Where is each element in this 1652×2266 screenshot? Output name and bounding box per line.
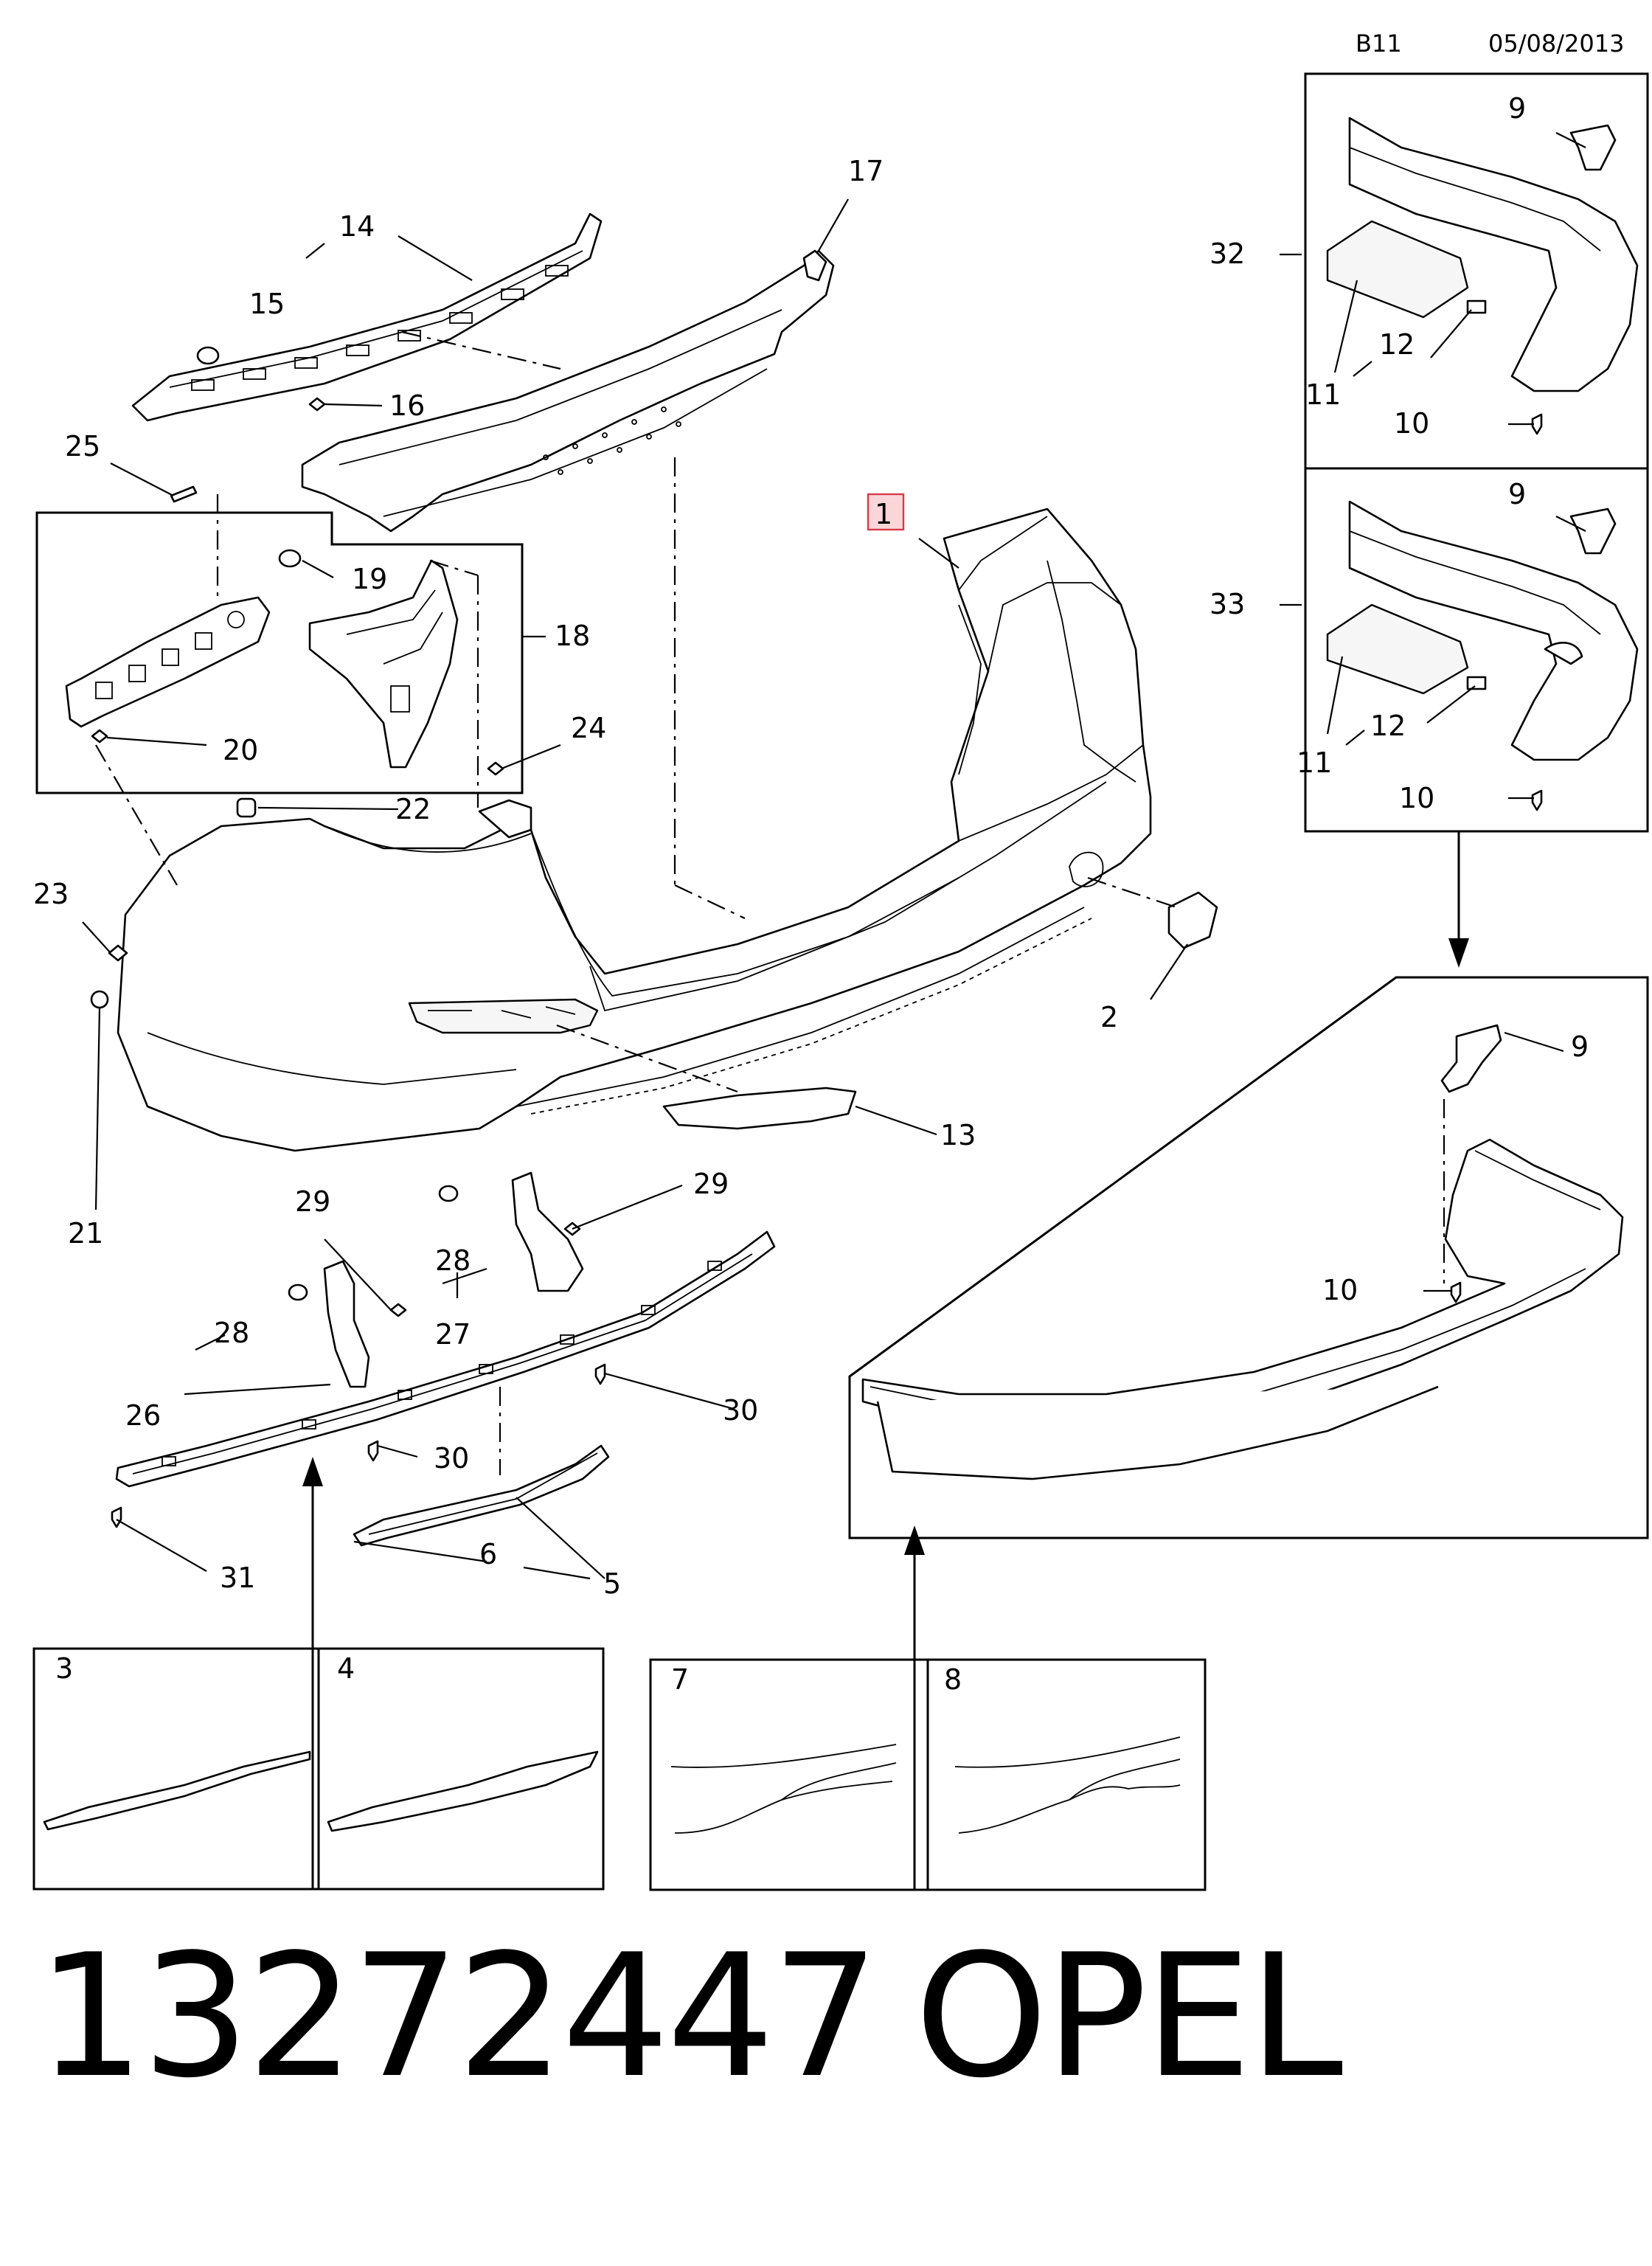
callout-31[interactable]: 31 [220,1562,255,1594]
callout-11-b[interactable]: 11 [1297,746,1332,779]
part-10-screw-b [1531,789,1543,811]
callout-24[interactable]: 24 [571,712,606,744]
part-20-screw [91,729,108,744]
callout-5[interactable]: 5 [603,1567,621,1600]
part-28-clip-a [288,1283,308,1301]
callout-9-b[interactable]: 9 [1508,478,1526,510]
variant-7-diffuser [670,1744,897,1834]
callout-3[interactable]: 3 [55,1652,73,1685]
part-23-clip [108,944,128,962]
assembly-dashes [95,330,1446,1475]
part-21-clip [90,990,109,1009]
callout-9-a[interactable]: 9 [1508,92,1526,125]
part-number: 13272447 [37,1919,880,2116]
callout-28-b[interactable]: 28 [435,1244,471,1277]
diffuser-detail-box [848,976,1649,1539]
callout-10-b[interactable]: 10 [1399,782,1434,814]
part-22-clip [236,797,257,818]
part-9-bracket-a [1569,124,1617,171]
callout-9-c[interactable]: 9 [1571,1030,1589,1063]
callout-10-a[interactable]: 10 [1394,407,1429,440]
part-5-trim-strip [353,1444,610,1547]
callout-4[interactable]: 4 [337,1652,355,1685]
part-18-right-bracket [308,559,459,769]
callout-15[interactable]: 15 [249,288,285,320]
callout-2[interactable]: 2 [1100,1001,1118,1033]
part-30-fastener-b [367,1440,379,1462]
callout-14[interactable]: 14 [339,210,375,243]
part-30-fastener-a [594,1363,606,1385]
part-26-bracket [323,1260,370,1388]
part-lower-sill [115,1230,776,1488]
callout-25[interactable]: 25 [65,430,100,462]
group-33-box [1304,467,1649,833]
variant-3-sill [43,1750,311,1831]
callout-29-a[interactable]: 29 [295,1185,330,1218]
variant-8-diffuser [954,1736,1181,1834]
callout-23[interactable]: 23 [33,878,69,910]
part-1-bumper-cover [117,507,1152,1152]
diagram-code: B11 [1356,30,1402,58]
callout-33[interactable]: 33 [1210,588,1245,620]
callout-11-a[interactable]: 11 [1305,378,1341,411]
part-13-trim [662,1087,857,1130]
callout-1[interactable]: 1 [875,498,892,530]
brand-name: OPEL [914,1919,1343,2116]
diagram-date: 05/08/2013 [1488,30,1624,58]
callout-30-b[interactable]: 30 [434,1442,469,1475]
callout-8[interactable]: 8 [944,1663,962,1696]
callout-17[interactable]: 17 [848,155,884,187]
part-9-bracket-b [1569,507,1617,555]
part-16-screw [308,397,326,412]
callout-7[interactable]: 7 [671,1663,689,1696]
callout-26[interactable]: 26 [125,1399,161,1432]
part-24-screw [487,761,504,776]
part-31-fastener [111,1506,122,1528]
callout-12-b[interactable]: 12 [1370,710,1406,742]
callout-10-c[interactable]: 10 [1322,1274,1358,1306]
callout-32[interactable]: 32 [1210,238,1245,270]
callout-labels: 1 2 3 4 5 6 7 8 9 9 9 10 10 10 11 11 12 … [33,92,1589,1696]
callout-6[interactable]: 6 [479,1538,497,1570]
callout-21[interactable]: 21 [68,1217,103,1250]
part-10-screw-c [1450,1281,1462,1303]
part-33-diffuser [1326,500,1639,761]
part-14-upper-bracket [131,212,603,422]
part-17-energy-absorber [301,249,835,533]
callout-19[interactable]: 19 [352,563,387,595]
part-2-tow-cover [1167,891,1218,949]
group-18-box [35,511,524,794]
part-19-clip [278,549,302,568]
part-25-pin [170,485,198,503]
reference-arrows [302,831,1469,1890]
callout-16[interactable]: 16 [389,389,425,422]
callout-29-b[interactable]: 29 [693,1168,729,1200]
part-28-clip-b [438,1185,459,1202]
callout-22[interactable]: 22 [395,793,431,825]
part-27-bracket [511,1171,584,1292]
callout-30-a[interactable]: 30 [723,1394,758,1427]
variant-4-sill [327,1750,599,1832]
callout-20[interactable]: 20 [223,734,258,766]
callout-28-a[interactable]: 28 [214,1317,249,1349]
part-32-diffuser [1326,117,1639,392]
callout-27[interactable]: 27 [435,1318,471,1351]
leader-lines [82,132,1586,1580]
callout-12-a[interactable]: 12 [1379,328,1415,361]
part-18-left-bracket [65,596,271,728]
lower-diffuser-panel [861,1138,1624,1480]
part-15-clip [196,346,220,365]
part-10-screw-a [1531,413,1543,435]
part-29-screw-a [389,1303,407,1317]
part-9-bracket-c [1440,1024,1502,1093]
callout-13[interactable]: 13 [940,1119,976,1151]
callout-18[interactable]: 18 [555,620,590,652]
part-1-highlight [867,493,905,531]
